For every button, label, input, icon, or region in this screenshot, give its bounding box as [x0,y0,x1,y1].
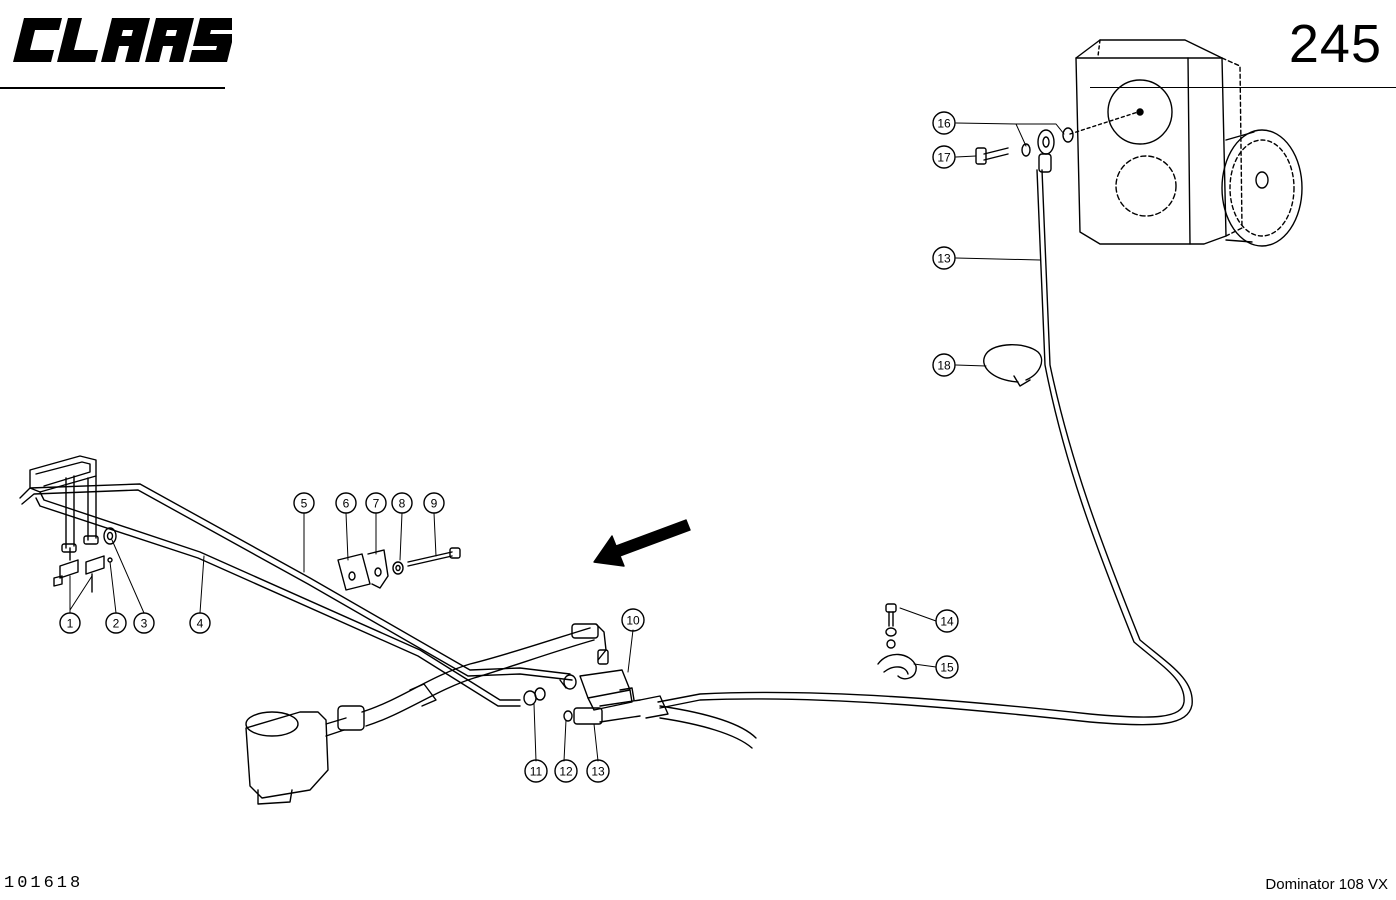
callout-13-right: 13 [932,246,956,270]
callout-5: 5 [293,492,315,514]
callout-label: 1 [67,617,74,631]
hose-clip-18 [983,344,1043,387]
callout-label: 18 [937,359,951,373]
callout-label: 7 [373,497,380,511]
page-number: 245 [1288,14,1382,74]
callout-3: 3 [133,612,155,634]
callout-label: 3 [141,617,148,631]
engine-housing [1075,39,1303,247]
callout-12: 12 [554,759,578,783]
callout-label: 2 [113,617,120,631]
callout-label: 12 [559,765,573,779]
callout-label: 6 [343,497,350,511]
callout-8: 8 [391,492,413,514]
callout-label: 13 [591,765,605,779]
callout-label: 15 [940,661,954,675]
callout-4: 4 [189,612,211,634]
model-name: Dominator 108 VX [1265,876,1388,893]
header-rule-left [0,87,225,89]
valve-block-10 [523,649,757,749]
callout-label: 10 [626,614,640,628]
callout-2: 2 [105,612,127,634]
callout-1: 1 [59,612,81,634]
callout-9: 9 [423,492,445,514]
callout-6: 6 [335,492,357,514]
callout-16: 16 [932,111,956,135]
callout-label: 13 [937,252,951,266]
callout-14: 14 [935,609,959,633]
callout-label: 4 [197,617,204,631]
hydraulic-pipe-13 [657,169,1193,726]
callout-label: 17 [937,151,951,165]
callout-18: 18 [932,353,956,377]
callout-label: 9 [431,497,438,511]
callout-label: 8 [399,497,406,511]
leader-lines [69,122,1065,762]
callout-11: 11 [524,759,548,783]
page-header: 245 [0,0,1396,90]
suction-hose [361,623,607,727]
callout-label: 16 [937,117,951,131]
drawing-number: 101618 [4,874,84,893]
bracket-parts-14-15 [877,603,917,680]
banjo-fitting [975,111,1139,173]
callout-15: 15 [935,655,959,679]
pipe-clamp-parts [337,547,461,591]
callout-7: 7 [365,492,387,514]
hydraulic-pump [245,705,365,805]
callout-13-bottom: 13 [586,759,610,783]
callout-17: 17 [932,145,956,169]
pipe-assembly-4-5 [19,455,573,707]
callout-label: 11 [530,765,543,779]
callout-label: 14 [940,615,954,629]
callout-10: 10 [621,608,645,632]
claas-logo [13,18,232,62]
header-rule-right [1090,87,1396,88]
direction-arrow [593,519,691,567]
callout-label: 5 [301,497,308,511]
